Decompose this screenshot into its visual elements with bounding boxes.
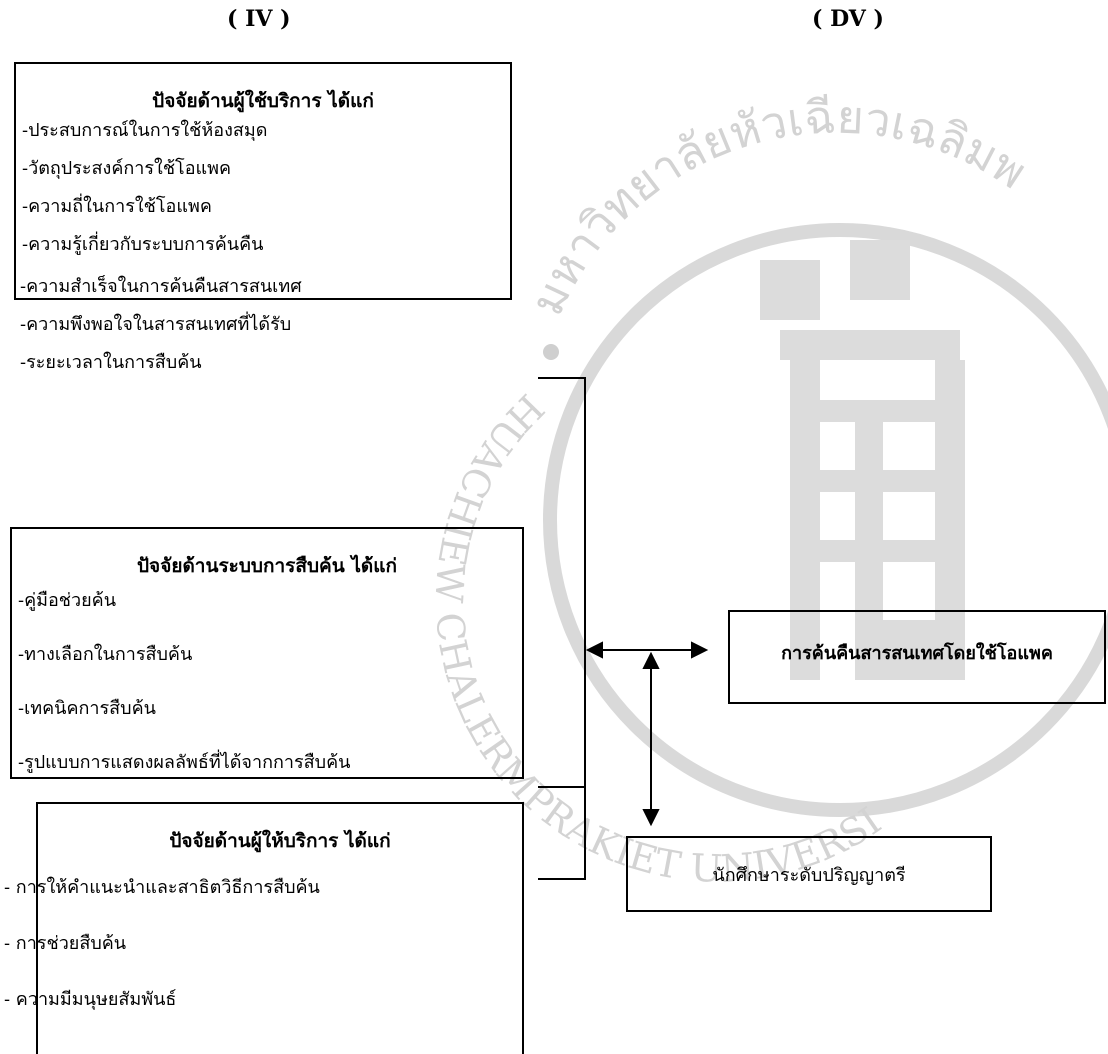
connector-box1 [538, 377, 586, 379]
provider-factor-item: - การให้คำแนะนำและสาธิตวิธีการสืบค้น [4, 877, 320, 898]
provider-factors-title: ปัจจัยด้านผู้ให้บริการ ได้แก่ [169, 830, 391, 852]
provider-factor-item: - การช่วยสืบค้น [4, 933, 127, 954]
search-system-factor-item: -เทคนิคการสืบค้น [18, 698, 156, 719]
provider-factor-item: - ความมีมนุษยสัมพันธ์ [4, 989, 177, 1010]
search-system-factor-item: -ทางเลือกในการสืบค้น [18, 644, 193, 665]
sample-box: นักศึกษาระดับปริญญาตรี [626, 836, 992, 912]
dv-header: ( DV ) [812, 6, 884, 32]
sample-label: นักศึกษาระดับปริญญาตรี [712, 865, 906, 886]
user-factor-item: -ระยะเวลาในการสืบค้น [20, 352, 202, 373]
user-factor-item: -วัตถุประสงค์การใช้โอแพค [22, 158, 232, 179]
provider-factors-box: ปัจจัยด้านผู้ให้บริการ ได้แก่ - การให้คำ… [4, 802, 524, 1054]
search-system-factor-item: -รูปแบบการแสดงผลลัพธ์ที่ได้จากการสืบค้น [18, 752, 351, 773]
search-system-factor-item: -คู่มือช่วยค้น [18, 590, 117, 611]
search-system-factors-title: ปัจจัยด้านระบบการสืบค้น ได้แก่ [137, 555, 397, 577]
user-factor-item: -ความพึงพอใจในสารสนเทศที่ได้รับ [20, 314, 292, 335]
user-factor-item: -ความสำเร็จในการค้นคืนสารสนเทศ [20, 276, 302, 297]
connector-box2 [538, 786, 586, 788]
iv-header: ( IV ) [227, 6, 291, 32]
user-factor-item: -ความรู้เกี่ยวกับระบบการค้นคืน [22, 234, 264, 255]
connector-bracket [584, 377, 586, 880]
dependent-variable-box: การค้นคืนสารสนเทศโดยใช้โอแพค [728, 610, 1106, 704]
connector-box3 [538, 878, 586, 880]
dependent-variable-title: การค้นคืนสารสนเทศโดยใช้โอแพค [781, 643, 1053, 664]
user-factor-item: -ประสบการณ์ในการใช้ห้องสมุด [22, 120, 268, 141]
user-factors-box: ปัจจัยด้านผู้ใช้บริการ ได้แก่ -ประสบการณ… [14, 62, 512, 300]
user-factor-item: -ความถี่ในการใช้โอแพค [22, 196, 212, 217]
user-factors-title: ปัจจัยด้านผู้ใช้บริการ ได้แก่ [152, 90, 374, 112]
search-system-factors-box: ปัจจัยด้านระบบการสืบค้น ได้แก่ -คู่มือช่… [10, 527, 524, 779]
